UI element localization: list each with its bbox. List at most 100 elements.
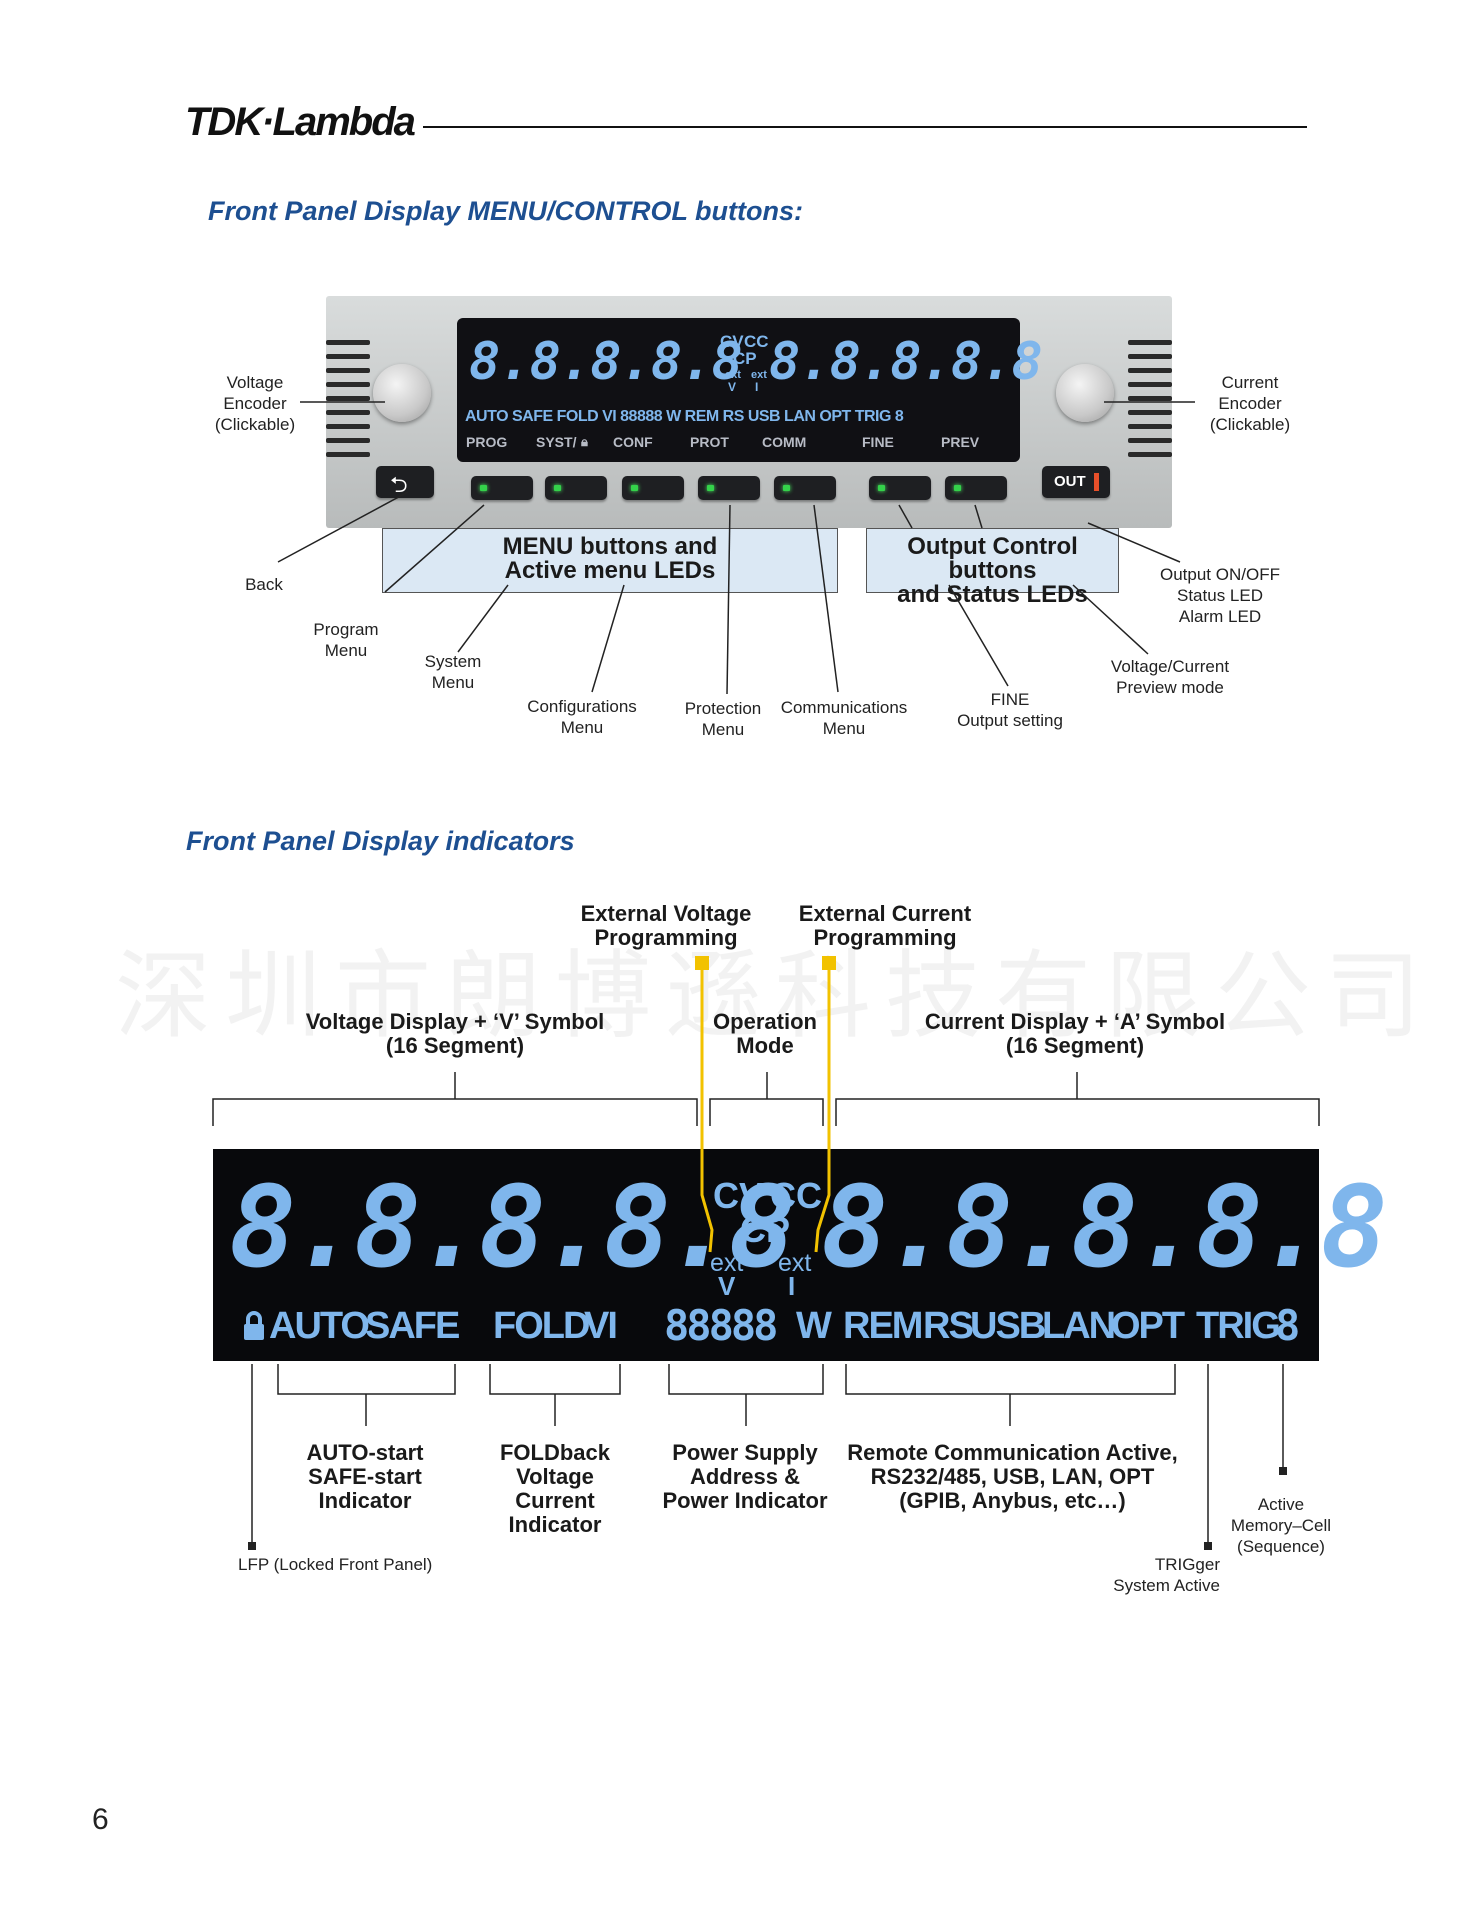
prog-menu-button[interactable] (471, 476, 533, 500)
lcd-sym-i: I (788, 1271, 796, 1301)
back-button[interactable]: ⮌ (376, 466, 434, 498)
label-power-supply: Power Supply Address & Power Indicator (662, 1440, 828, 1513)
label-output-onoff: Output ON/OFF Status LED Alarm LED (1160, 565, 1280, 626)
label-ext-current: External Current Programming (798, 901, 972, 950)
led-icon (707, 485, 714, 491)
panel-mode-cv: CV (720, 332, 744, 351)
lcd-lan: LAN (1042, 1305, 1116, 1347)
brand-logo: TDK·Lambda (185, 100, 416, 144)
menu-callout-text: MENU buttons and Active menu LEDs (502, 533, 718, 584)
label-active-memory: Active Memory–Cell (Sequence) (1230, 1495, 1332, 1556)
menu-label-syst: SYST/ (536, 434, 577, 450)
label-protection-menu: Protection Menu (684, 699, 762, 739)
panel-indicator-row: AUTO SAFE FOLD VI 88888 W REM RS USB LAN… (465, 408, 904, 425)
lcd-sym-v: V (718, 1271, 736, 1301)
led-icon (631, 485, 638, 491)
label-remote-comm: Remote Communication Active, RS232/485, … (847, 1440, 1178, 1513)
right-grill (1128, 340, 1172, 457)
prot-menu-button[interactable] (698, 476, 760, 500)
alarm-led-icon (1094, 473, 1099, 491)
syst-menu-button[interactable] (545, 476, 607, 500)
lcd-trig-digit: 8 (1275, 1301, 1301, 1350)
lock-icon: 🔒︎ (581, 434, 588, 449)
lcd-trig: TRIG (1196, 1305, 1281, 1347)
label-voltage-current-preview: Voltage/Current Preview mode (1110, 657, 1230, 697)
lcd-auto: AUTO (269, 1305, 370, 1347)
lcd-ext-i: ext (778, 1249, 812, 1277)
indicator-lcd: 8.8.8.8.8 CV CC CP ext ext V I 8.8.8.8.8… (213, 1149, 1388, 1361)
prev-button[interactable] (945, 476, 1007, 500)
label-program-menu: Program Menu (313, 620, 379, 660)
led-icon (878, 485, 885, 491)
lcd-w: W (796, 1305, 832, 1347)
lcd-current-digits: 8.8.8.8.8 (821, 1163, 1388, 1293)
watermark: 深圳市朗博遜科技有限公司 (115, 940, 1435, 1052)
page-number: 6 (92, 1803, 109, 1836)
panel-lcd: 8.8.8.8.8 CV CC CP ext ext V I 8.8.8.8.8… (457, 318, 1043, 462)
output-callout-box: Output Control buttons and Status LEDs (866, 528, 1119, 607)
panel-mode-cp: CP (733, 349, 757, 368)
lcd-rem: REM (843, 1305, 923, 1347)
label-trigger: TRIGger System Active (1113, 1555, 1220, 1595)
current-encoder-knob[interactable] (1056, 364, 1114, 422)
panel-menu-label-row: PROG SYST/ 🔒︎ CONF PROT COMM FINE PREV (457, 434, 1020, 458)
label-lfp: LFP (Locked Front Panel) (238, 1555, 433, 1574)
lcd-vi: VI (584, 1305, 618, 1347)
label-current-encoder: Current Encoder (Clickable) (1209, 373, 1291, 434)
label-back: Back (245, 575, 283, 594)
lcd-rs: RS (923, 1305, 974, 1347)
panel-mode-cc: CC (744, 332, 769, 351)
left-grill (326, 340, 370, 457)
lcd-usb: USB (970, 1305, 1046, 1347)
led-icon (480, 485, 487, 491)
lcd-mode-cp: CP (740, 1209, 791, 1250)
voltage-encoder-knob[interactable] (373, 364, 431, 422)
lcd-fold: FOLD (493, 1305, 590, 1347)
led-icon (783, 485, 790, 491)
lock-icon (243, 1311, 265, 1341)
menu-label-prog: PROG (466, 434, 508, 450)
section-title-indicators: Front Panel Display indicators (186, 826, 575, 856)
lcd-safe: SAFE (365, 1305, 460, 1347)
label-system-menu: System Menu (424, 652, 482, 692)
panel-ext-v: ext (725, 369, 741, 381)
panel-sym-v: V (728, 380, 737, 394)
label-communications-menu: Communications Menu (780, 698, 908, 738)
comm-menu-button[interactable] (774, 476, 836, 500)
back-arrow-icon: ⮌ (390, 472, 408, 497)
out-button[interactable]: OUT (1042, 466, 1110, 498)
lcd-mode-cc: CC (770, 1175, 822, 1216)
menu-callout-box: MENU buttons and Active menu LEDs (382, 528, 838, 593)
menu-label-comm: COMM (762, 434, 807, 450)
menu-label-prev: PREV (941, 434, 980, 450)
out-button-label: OUT (1054, 473, 1086, 490)
panel-current-digits: 8.8.8.8.8 (769, 332, 1043, 392)
label-operation-mode: Operation Mode (713, 1009, 817, 1058)
label-current-display: Current Display + ‘A’ Symbol (16 Segment… (924, 1009, 1226, 1058)
fine-button[interactable] (869, 476, 931, 500)
label-ext-voltage: External Voltage Programming (580, 901, 752, 950)
label-foldback: FOLDback Voltage Current Indicator (499, 1440, 611, 1537)
menu-label-fine: FINE (862, 434, 894, 450)
label-voltage-encoder: Voltage Encoder (Clickable) (214, 373, 296, 434)
lcd-ext-v: ext (710, 1249, 744, 1277)
menu-label-conf: CONF (613, 434, 653, 450)
section-title-menu-control: Front Panel Display MENU/CONTROL buttons… (208, 196, 804, 226)
label-auto-safe: AUTO-start SAFE-start Indicator (306, 1440, 424, 1513)
menu-label-prot: PROT (690, 434, 729, 450)
panel-sym-i: I (755, 380, 759, 394)
lcd-mode-cv: CV (713, 1175, 764, 1216)
label-voltage-display: Voltage Display + ‘V’ Symbol (16 Segment… (305, 1009, 605, 1058)
led-icon (954, 485, 961, 491)
led-icon (554, 485, 561, 491)
output-callout-text: Output Control buttons and Status LEDs (897, 533, 1088, 608)
header-rule (423, 126, 1307, 128)
label-fine-output: FINE Output setting (957, 690, 1063, 730)
label-configurations-menu: Configurations Menu (527, 697, 637, 737)
lcd-address: 88888 (664, 1301, 778, 1350)
panel-ext-i: ext (751, 369, 767, 381)
lcd-opt: OPT (1111, 1305, 1185, 1347)
panel-voltage-digits: 8.8.8.8.8 (469, 332, 743, 392)
conf-menu-button[interactable] (622, 476, 684, 500)
